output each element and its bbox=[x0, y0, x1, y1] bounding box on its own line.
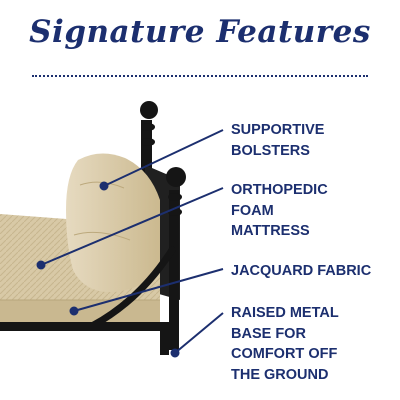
page-title: Signature Features bbox=[29, 14, 371, 50]
feature-label-fabric: JACQUARD FABRIC bbox=[231, 263, 372, 279]
pet-bed-image bbox=[0, 101, 186, 355]
feature-label-base: RAISED METAL BASE FOR COMFORT OFF THE GR… bbox=[231, 305, 339, 383]
title-divider bbox=[32, 75, 368, 77]
feature-label-mattress: ORTHOPEDIC FOAM MATTRESS bbox=[231, 182, 328, 239]
feature-label-bolsters: SUPPORTIVE BOLSTERS bbox=[231, 122, 325, 159]
